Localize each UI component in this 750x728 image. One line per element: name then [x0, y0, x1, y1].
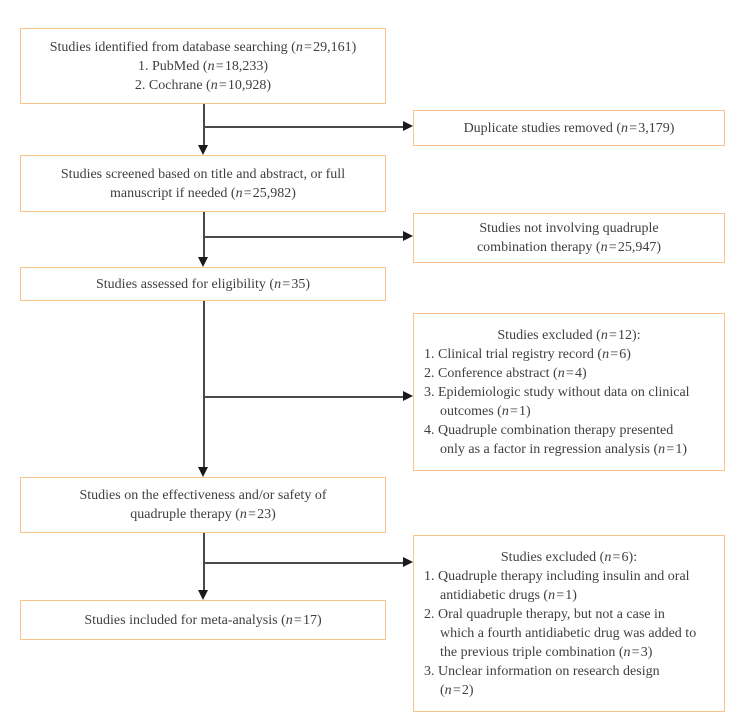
arrow-screened-to-eligibility	[203, 212, 205, 257]
box-title-line: Studies excluded (n = 12):	[497, 327, 641, 343]
box-line: Studies not involving quadruple	[479, 221, 659, 236]
arrowhead-right-icon	[403, 557, 413, 567]
box-line: 1. Clinical trial registry record (n = 6…	[424, 346, 631, 362]
arrow-to-excluded-6	[203, 562, 403, 564]
arrow-to-excluded-12	[203, 396, 403, 398]
box-line: Studies on the effectiveness and/or safe…	[79, 488, 327, 503]
arrowhead-down-icon	[198, 145, 208, 155]
box-line: the previous triple combination (n = 3)	[440, 644, 653, 660]
box-line: Studies screened based on title and abst…	[60, 166, 346, 182]
box-line: manuscript if needed (n = 25,982)	[110, 185, 296, 201]
box-effectiveness-safety: Studies on the effectiveness and/or safe…	[20, 477, 386, 533]
box-screened: Studies screened based on title and abst…	[20, 155, 386, 212]
box-line: only as a factor in regression analysis …	[440, 441, 688, 457]
arrowhead-right-icon	[403, 391, 413, 401]
arrowhead-down-icon	[198, 590, 208, 600]
box-eligibility: Studies assessed for eligibility (n = 35…	[20, 267, 386, 301]
arrowhead-right-icon	[403, 231, 413, 241]
box-line: Studies identified from database searchi…	[49, 39, 357, 55]
box-line: Studies assessed for eligibility (n = 35…	[96, 276, 310, 292]
box-not-quadruple: Studies not involving quadruple combinat…	[413, 213, 725, 263]
box-line: 2. Oral quadruple therapy, but not a cas…	[424, 606, 665, 622]
box-line: which a fourth antidiabetic drug was add…	[440, 625, 697, 641]
box-line: 4. Quadruple combination therapy present…	[424, 422, 674, 438]
box-identified: Studies identified from database searchi…	[20, 28, 386, 104]
box-excluded-6: Studies excluded (n = 6): 1. Quadruple t…	[413, 535, 725, 712]
box-duplicates-removed: Duplicate studies removed (n = 3,179)	[413, 110, 725, 146]
arrow-identified-to-screened	[203, 104, 205, 147]
box-excluded-12: Studies excluded (n = 12): 1. Clinical t…	[413, 313, 725, 471]
box-line: 2. Conference abstract (n = 4)	[424, 365, 587, 381]
box-line: combination therapy (n = 25,947)	[476, 240, 662, 255]
arrow-to-duplicates-removed	[203, 126, 403, 128]
box-line: 1. Quadruple therapy including insulin a…	[424, 568, 690, 584]
box-included: Studies included for meta-analysis (n = …	[20, 600, 386, 640]
box-line: 3. Epidemiologic study without data on c…	[424, 384, 690, 400]
arrow-eligibility-to-effectiveness	[203, 301, 205, 467]
box-line: Duplicate studies removed (n = 3,179)	[463, 120, 675, 136]
arrowhead-down-icon	[198, 257, 208, 267]
box-line: outcomes (n = 1)	[440, 403, 531, 419]
box-line: quadruple therapy (n = 23)	[130, 507, 276, 522]
arrowhead-right-icon	[403, 121, 413, 131]
box-line: 2. Cochrane (n = 10,928)	[134, 77, 272, 93]
box-title-line: Studies excluded (n = 6):	[500, 549, 638, 565]
box-line: Studies included for meta-analysis (n = …	[84, 612, 322, 628]
arrow-to-not-quadruple	[203, 236, 403, 238]
arrow-effectiveness-to-included	[203, 533, 205, 590]
box-line: (n = 2)	[440, 682, 474, 698]
arrowhead-down-icon	[198, 467, 208, 477]
box-line: antidiabetic drugs (n = 1)	[440, 587, 577, 603]
box-line: 3. Unclear information on research desig…	[424, 663, 660, 679]
box-line: 1. PubMed (n = 18,233)	[137, 58, 269, 74]
